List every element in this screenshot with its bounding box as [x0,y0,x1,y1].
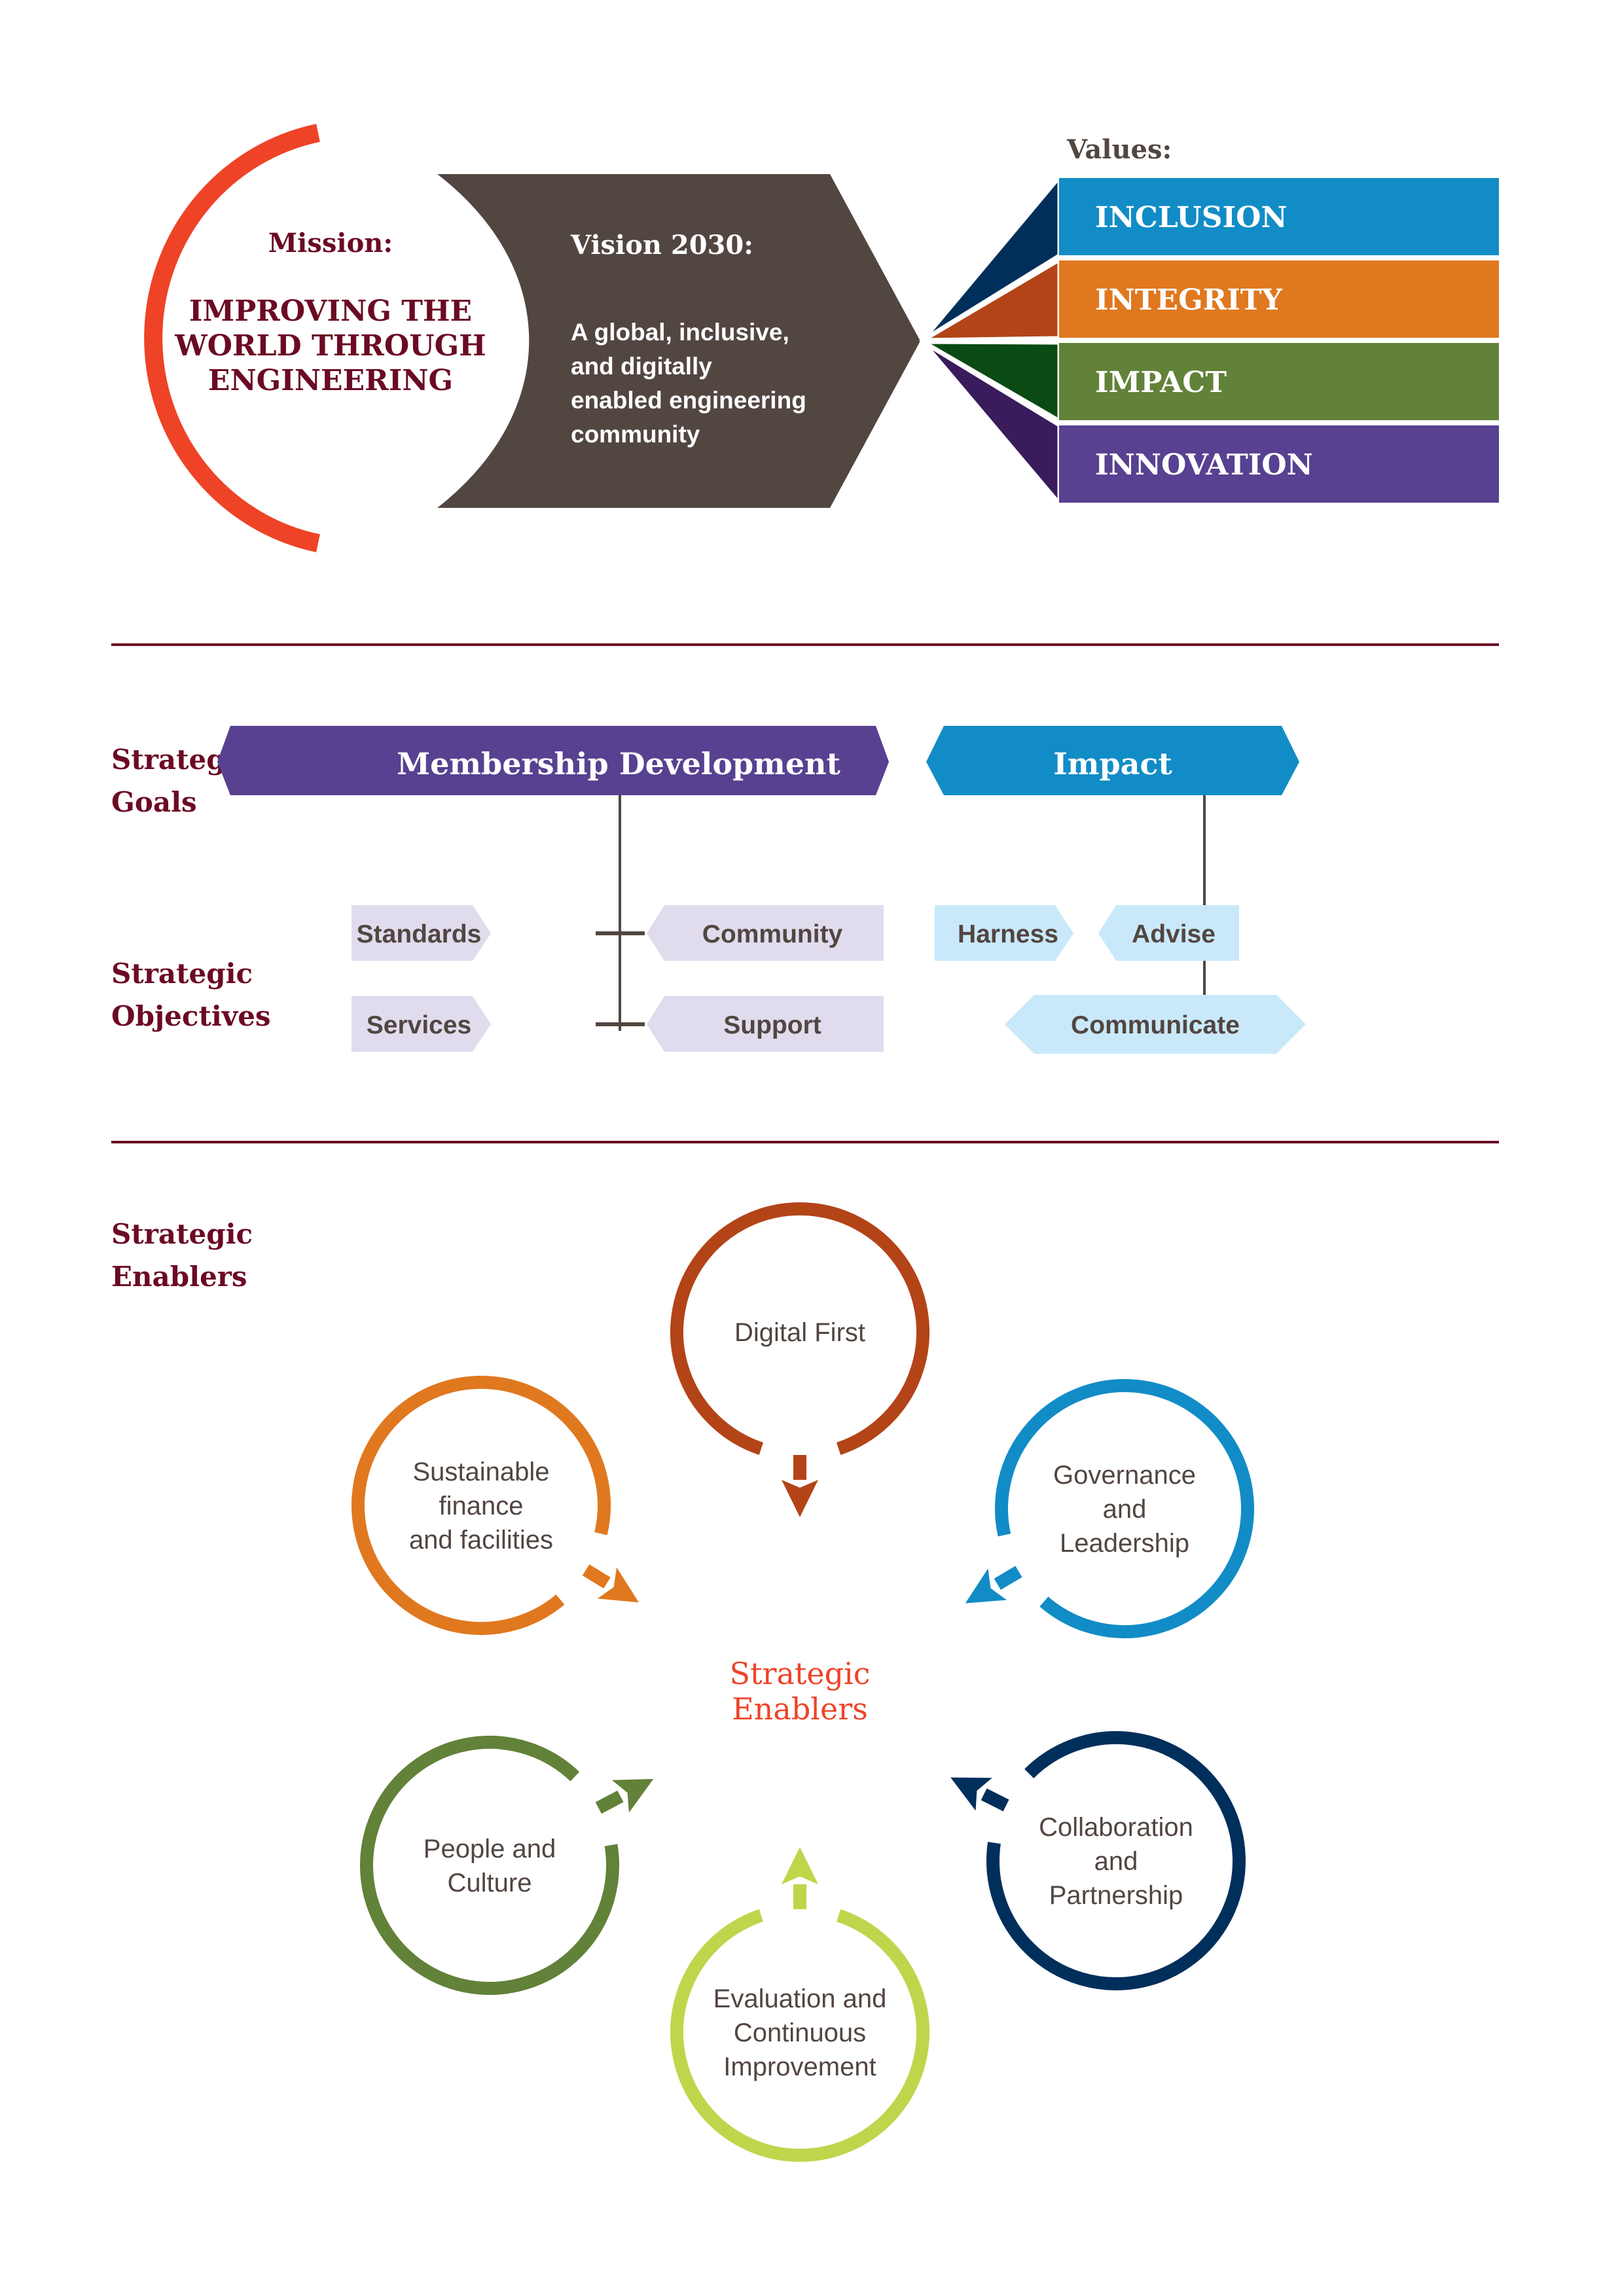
impact-connectors [1178,795,1231,995]
value-bar-impact [1059,343,1499,420]
objective-harness: Harness [958,920,1058,948]
enabler-label-governance-and-leadership-line-2: and [1103,1495,1147,1524]
enabler-label-governance-and-leadership-line-1: Governance [1053,1461,1196,1490]
enablers-center-line-2: Enablers [732,1691,868,1727]
enabler-arrow-icon-collaboration-and-partnership [950,1777,992,1811]
value-bar-inclusion [1059,178,1499,255]
enabler-arrow-shaft-collaboration-and-partnership [981,1788,1009,1812]
value-label-impact: IMPACT [1095,366,1227,399]
mission-label: Mission: [268,228,393,259]
enabler-arrow-icon-people-and-culture [611,1778,654,1813]
enabler-arrow-icon-evaluation-and-continuous-improvement [782,1847,818,1884]
vision-line-1: A global, inclusive, [571,319,789,346]
objective-advise: Advise [1132,920,1216,948]
mission-line-2: WORLD THROUGH [174,329,486,363]
enabler-ring-digital-first [670,1202,929,1455]
enabler-ring-evaluation-and-continuous-improvement [670,1909,929,2162]
enabler-arrow-icon-governance-and-leadership [965,1568,1007,1604]
objective-services: Services [367,1011,471,1039]
vision-line-2: and digitally [571,353,712,380]
enabler-label-collaboration-and-partnership-line-1: Collaboration [1039,1813,1193,1842]
objective-community: Community [702,920,843,948]
enabler-label-people-and-culture-line-1: People and [424,1835,556,1863]
objective-harness-shape [935,905,1073,961]
value-label-innovation: INNOVATION [1095,448,1313,482]
enabler-digital-first: Digital First [670,1202,929,1517]
vision-line-4: community [571,421,700,448]
enabler-label-governance-and-leadership-line-3: Leadership [1060,1529,1189,1558]
objective-standards: Standards [357,920,482,948]
objective-support-shape [647,996,884,1052]
enabler-ring-collaboration-and-partnership [986,1731,1246,1990]
vision-line-3: enabled engineering [571,387,806,414]
mission-arc [144,124,320,552]
enabler-arrow-icon-sustainable-finance-and-facilities [597,1567,639,1603]
mission-line-3: ENGINEERING [208,364,453,397]
strategic-enablers-label-2: Enablers [111,1261,247,1293]
strategic-enablers-label-1: Strategic [111,1218,253,1250]
enabler-label-evaluation-and-continuous-improvement-line-3: Improvement [723,2053,876,2081]
vision-chevron [437,174,920,508]
enabler-label-collaboration-and-partnership-line-2: and [1094,1847,1138,1876]
enabler-label-sustainable-finance-and-facilities-line-3: and facilities [409,1526,553,1554]
objective-advise-shape [1098,905,1239,961]
enablers-center-line-1: Strategic [729,1656,870,1691]
value-label-integrity: INTEGRITY [1095,283,1283,317]
value-bar-innovation [1059,425,1499,503]
enabler-label-evaluation-and-continuous-improvement-line-2: Continuous [734,2018,866,2047]
enabler-arrow-shaft-governance-and-leadership [994,1566,1022,1590]
mission-block: Mission: IMPROVING THE WORLD THROUGH ENG… [144,124,486,552]
enabler-sustainable-finance-and-facilities: Sustainable finance and facilities [351,1376,639,1635]
vision-label: Vision 2030: [570,230,753,260]
goal-banner-impact [926,726,1299,795]
enabler-ring-sustainable-finance-and-facilities [351,1376,611,1635]
enabler-ring-governance-and-leadership [995,1379,1254,1638]
strategic-goals-label-2: Goals [111,786,197,818]
enabler-label-people-and-culture-line-2: Culture [448,1869,532,1897]
enabler-arrow-shaft-sustainable-finance-and-facilities [582,1564,611,1589]
objective-community-shape [647,905,884,961]
enabler-label-sustainable-finance-and-facilities-line-1: Sustainable [412,1458,549,1486]
mission-line-1: IMPROVING THE [189,295,472,328]
goal-membership-label: Membership Development [397,746,840,781]
enabler-arrow-icon-digital-first [782,1480,818,1517]
value-bar-integrity [1059,260,1499,338]
strategic-objectives-label-2: Objectives [111,1000,271,1032]
enabler-label-collaboration-and-partnership-line-3: Partnership [1049,1881,1183,1910]
values-label: Values: [1066,134,1172,165]
objective-standards-shape [351,905,491,961]
vision-block: Vision 2030: A global, inclusive, and di… [437,174,920,508]
objective-support: Support [723,1011,821,1039]
enabler-arrow-shaft-people-and-culture [595,1790,624,1814]
values-block: Values: INCLUSION INTEGRITY IMPACT INNOVATI… [918,134,1499,507]
goal-impact-label: Impact [1053,746,1172,781]
membership-connectors [596,795,645,1031]
objective-communicate-shape [1005,995,1306,1054]
objective-services-shape [351,996,491,1052]
enabler-label-sustainable-finance-and-facilities-line-2: finance [439,1492,524,1520]
goal-banner-membership [217,726,889,795]
value-label-inclusion: INCLUSION [1095,201,1288,234]
enablers-cycle: Digital FirstGovernanceandLeadershipColl… [351,1202,1254,2162]
enabler-label-evaluation-and-continuous-improvement-line-1: Evaluation and [713,1984,887,2013]
strategic-objectives-label-1: Strategic [111,958,253,990]
objective-communicate: Communicate [1071,1011,1240,1039]
enabler-ring-people-and-culture [360,1736,619,1995]
enabler-label-digital-first-line-1: Digital First [734,1318,865,1347]
